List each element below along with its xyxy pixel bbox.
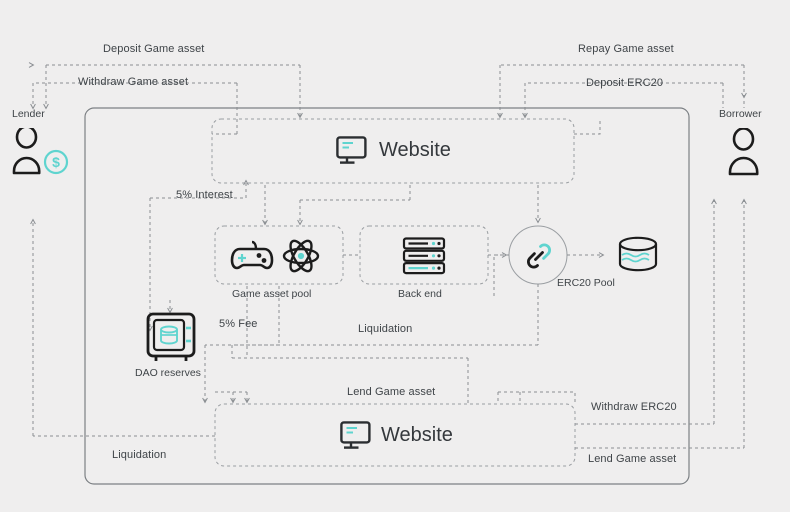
database-cylinder-icon [617, 236, 659, 279]
dao-reserves-label: DAO reserves [135, 367, 201, 379]
edge-label-deposit-erc20: Deposit ERC20 [586, 77, 664, 89]
edge-label-interest: 5% Interest [176, 189, 233, 201]
edge-label-fee: 5% Fee [219, 318, 258, 330]
website-bottom-label: Website [381, 424, 453, 446]
edge-label-lend-game-asset-mid: Lend Game asset [347, 386, 436, 398]
person-icon [718, 127, 770, 185]
edge-label-liquidation-mid: Liquidation [358, 323, 413, 335]
game-asset-pool-label: Game asset pool [232, 288, 312, 300]
back-end-label: Back end [398, 288, 442, 300]
edge-label-withdraw-erc20: Withdraw ERC20 [591, 401, 677, 413]
edge-label-deposit-game-asset: Deposit Game asset [103, 43, 205, 55]
edge-label-lend-game-asset-br: Lend Game asset [588, 453, 677, 465]
gamepad-icon [230, 238, 274, 279]
edge-label-liquidation-bl: Liquidation [112, 449, 167, 461]
actor-label-lender: Lender [12, 108, 45, 120]
protocol-boundary [84, 107, 690, 485]
actor-label-borrower: Borrower [719, 108, 762, 120]
monitor-icon [340, 421, 374, 456]
edge-label-repay-game-asset: Repay Game asset [578, 43, 674, 55]
atom-icon [282, 238, 320, 279]
person-with-dollar-coin-icon: $ [10, 125, 72, 185]
safe-vault-icon [146, 312, 196, 369]
edge-label-withdraw-game-asset: Withdraw Game asset [78, 76, 189, 88]
erc20-pool-label: ERC20 Pool [557, 277, 615, 289]
monitor-icon [336, 136, 370, 171]
server-rack-icon [402, 237, 446, 280]
chain-link-icon [524, 241, 554, 276]
website-top-label: Website [379, 139, 451, 161]
website-bottom-box [214, 403, 576, 467]
website-top-box [211, 118, 575, 184]
svg-text:$: $ [52, 154, 60, 170]
